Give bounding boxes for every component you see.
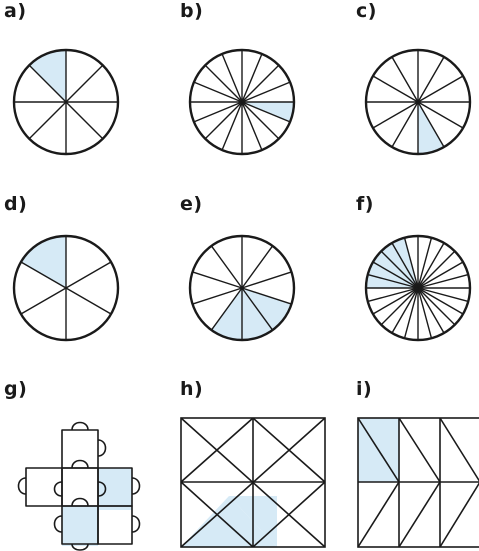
- circle-b-outline: [188, 48, 296, 156]
- label-d: d): [4, 193, 28, 215]
- circle-c: [364, 48, 472, 156]
- circle-d-divider: [20, 261, 67, 289]
- circle-d-divider: [20, 287, 67, 315]
- circle-c-divider: [372, 101, 419, 129]
- circle-b: [188, 48, 296, 156]
- circle-b-divider: [193, 101, 243, 123]
- puzzle-shaded-piece: [62, 506, 98, 546]
- circle-c-divider: [417, 56, 445, 103]
- circle-f-divider: [372, 287, 419, 315]
- circle-e-shaded-sector: [242, 288, 273, 340]
- circle-e-shaded-sector: [211, 288, 242, 340]
- circle-f-divider: [417, 250, 456, 289]
- circle-f-divider: [417, 261, 464, 289]
- circle-f-divider: [367, 273, 419, 289]
- circle-e-divider: [210, 245, 243, 289]
- label-h: h): [180, 378, 204, 400]
- circle-f-shaded-sector: [372, 251, 418, 288]
- circle-c-divider: [391, 101, 419, 148]
- puzzle-shaded-piece: [98, 500, 132, 510]
- circle-a-divider: [28, 101, 67, 140]
- circle-c-divider: [417, 75, 464, 103]
- circle-f-divider: [380, 250, 419, 289]
- label-a: a): [4, 0, 27, 22]
- circle-f-divider: [417, 287, 469, 303]
- circle-b-divider: [204, 101, 243, 140]
- circle-f-divider: [417, 273, 469, 289]
- circle-a-outline: [12, 48, 120, 156]
- circle-b-divider: [241, 101, 291, 123]
- circle-b-divider: [241, 101, 280, 140]
- circle-e-divider: [241, 287, 292, 305]
- circle-f-divider: [417, 242, 445, 289]
- circle-c-divider: [391, 56, 419, 103]
- circle-e-divider: [192, 271, 243, 289]
- circle-a-divider: [65, 64, 104, 103]
- circle-d-outline: [12, 234, 120, 342]
- circle-c-outline: [364, 48, 472, 156]
- circle-e-outline: [188, 234, 296, 342]
- circle-e-shaded-sector: [242, 288, 292, 331]
- circle-b-divider: [241, 53, 263, 103]
- circle-b-divider: [241, 64, 280, 103]
- circle-b-divider: [193, 81, 243, 103]
- circle-a-divider: [28, 64, 67, 103]
- circle-f-divider: [391, 242, 419, 289]
- circle-f-divider: [391, 287, 419, 334]
- label-b: b): [180, 0, 204, 22]
- circle-d-divider: [65, 287, 112, 315]
- square-shaded-piece: [181, 496, 229, 547]
- circle-f-divider: [417, 287, 464, 315]
- label-i: i): [356, 378, 373, 400]
- circle-c-divider: [417, 101, 464, 129]
- circle-b-divider: [221, 101, 243, 151]
- circle-d-divider: [65, 261, 112, 289]
- circle-f-divider: [417, 287, 445, 334]
- circle-f-divider: [417, 287, 456, 326]
- circle-c-shaded-sector: [418, 102, 444, 154]
- circle-e-divider: [241, 245, 274, 289]
- circle-b-divider: [241, 101, 263, 151]
- circle-e-divider: [210, 287, 243, 331]
- circle-f-outline: [364, 234, 472, 342]
- circle-b-divider: [221, 53, 243, 103]
- circle-c-divider: [417, 101, 445, 148]
- circle-b-divider: [204, 64, 243, 103]
- circle-f-divider: [380, 287, 419, 326]
- circle-f: [364, 234, 472, 342]
- circle-f-divider: [372, 261, 419, 289]
- label-e: e): [180, 193, 203, 215]
- circle-b-divider: [241, 81, 291, 103]
- label-c: c): [356, 0, 377, 22]
- circle-d: [12, 234, 120, 342]
- circle-e-divider: [241, 287, 274, 331]
- circle-f-divider: [403, 237, 419, 289]
- circle-f-shaded-sector: [381, 242, 418, 288]
- circle-f-divider: [417, 237, 433, 289]
- circle-e-divider: [241, 271, 292, 289]
- circle-a-divider: [65, 101, 104, 140]
- label-g: g): [4, 378, 28, 400]
- circle-a: [12, 48, 120, 156]
- circle-e-divider: [192, 287, 243, 305]
- circle-f-divider: [403, 287, 419, 339]
- circle-f-divider: [367, 287, 419, 303]
- circle-a-shaded-sector: [29, 50, 67, 102]
- label-f: f): [356, 193, 374, 215]
- circle-f-divider: [417, 287, 433, 339]
- circle-c-divider: [372, 75, 419, 103]
- circle-e: [188, 234, 296, 342]
